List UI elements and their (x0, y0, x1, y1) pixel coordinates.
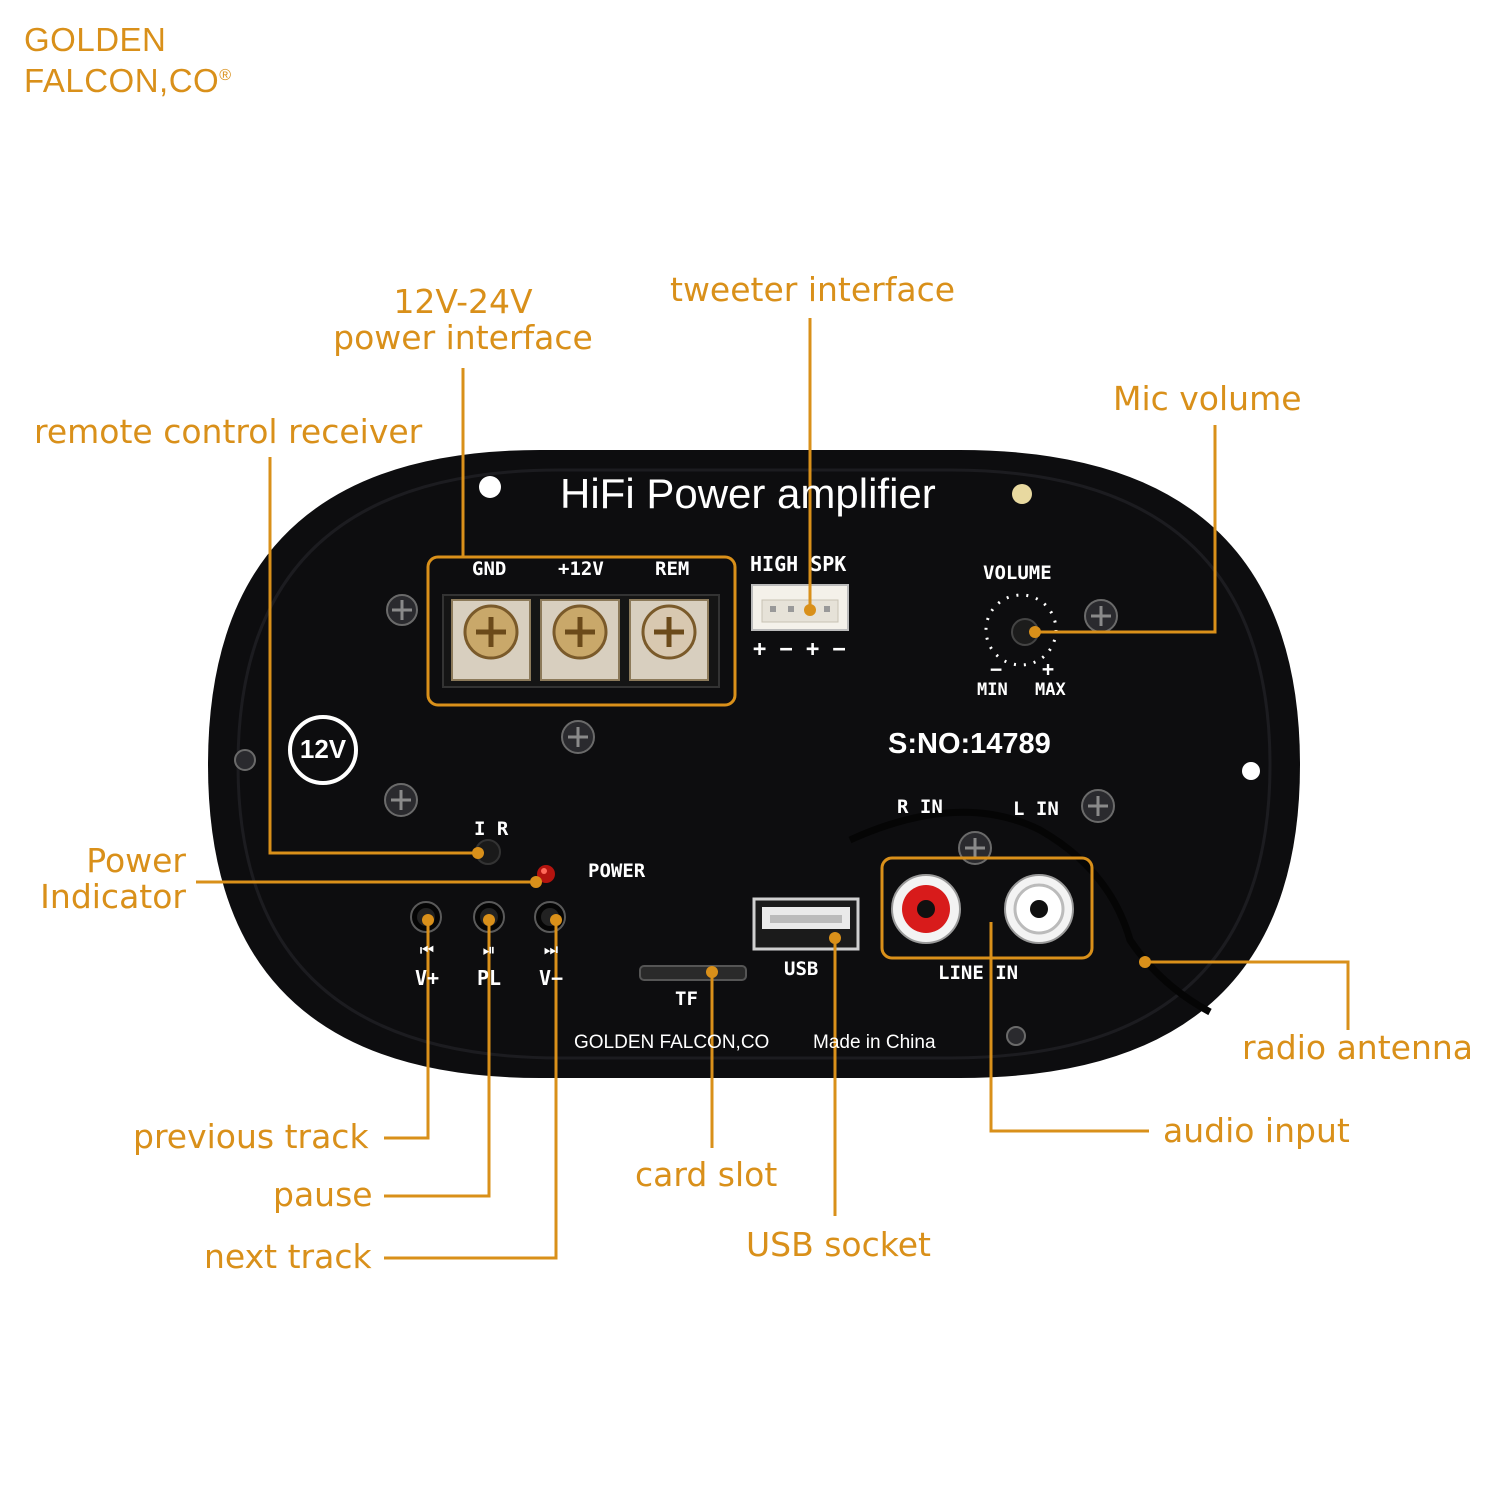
next-button-icon: ⏭ (543, 940, 559, 959)
leader-radio-antenna (1145, 960, 1350, 1030)
ir-label: I R (474, 818, 509, 840)
callout-power-indicator: Power Indicator (40, 841, 186, 916)
callout-tweeter: tweeter interface (670, 270, 956, 309)
leader-remote (268, 457, 478, 855)
tf-label: TF (675, 988, 698, 1010)
play-button-label: PL (476, 966, 502, 990)
terminal-label-rem: REM (655, 558, 690, 580)
callout-remote: remote control receiver (34, 412, 423, 451)
spk-polarity-label: + − + − (753, 637, 846, 662)
leader-next (384, 920, 558, 1260)
leader-previous (384, 920, 430, 1140)
power-label: POWER (588, 860, 646, 882)
callout-radio-antenna: radio antenna (1242, 1028, 1474, 1067)
tf-slot-graphic (639, 965, 747, 981)
volume-label: VOLUME (983, 562, 1052, 584)
line-in-label: LINE IN (938, 962, 1019, 984)
callout-audio-input: audio input (1163, 1111, 1350, 1150)
usb-label: USB (784, 958, 819, 980)
serial-number: S:NO:14789 (888, 728, 1051, 760)
power-interface-highlight (426, 555, 737, 707)
volume-minus-label: − (990, 657, 1003, 681)
terminal-screws (451, 599, 709, 681)
maker-label: GOLDEN FALCON,CO (574, 1032, 770, 1053)
antenna-wire (848, 808, 1212, 1016)
leader-endpoints (422, 604, 1151, 978)
terminal-label-12v: +12V (558, 558, 604, 580)
terminal-label-gnd: GND (472, 558, 507, 580)
brand-line1: GOLDEN (24, 21, 167, 58)
mount-hole (1242, 762, 1260, 780)
volume-max-label: MAX (1035, 680, 1066, 700)
next-button-label: V− (538, 966, 564, 990)
mount-hole (479, 476, 501, 498)
leader-pause (384, 920, 491, 1198)
panel-title: HiFi Power amplifier (560, 470, 936, 517)
callout-mic-volume: Mic volume (1113, 379, 1302, 418)
volume-plus-label: + (1042, 657, 1055, 681)
callout-next-track: next track (204, 1237, 372, 1276)
callout-card-slot: card slot (635, 1155, 778, 1194)
l-in-label: L IN (1013, 798, 1059, 820)
audio-input-highlight (880, 856, 1094, 960)
callout-pause: pause (273, 1175, 373, 1214)
callout-usb-socket: USB socket (746, 1225, 931, 1264)
volume-min-label: MIN (977, 680, 1008, 700)
prev-button-icon: ⏮ (419, 940, 435, 959)
made-in-label: Made in China (813, 1032, 936, 1053)
play-button-icon: ⏯ (482, 940, 496, 959)
volume-knob-dots (984, 593, 1058, 667)
12v-badge-ring (288, 715, 358, 785)
callout-power-interface: 12V-24V power interface (333, 282, 593, 357)
brand-line2: FALCON,CO® (24, 62, 232, 99)
mount-hole (1012, 484, 1032, 504)
prev-button-label: V+ (414, 966, 440, 990)
high-spk-label: HIGH SPK (750, 552, 847, 576)
leader-mic-volume (1035, 425, 1217, 634)
callout-previous-track: previous track (133, 1117, 369, 1156)
screw (234, 749, 256, 771)
screw (1006, 1026, 1026, 1046)
r-in-label: R IN (897, 796, 943, 818)
leader-audio-input (989, 922, 1149, 1133)
brand-logo: GOLDEN FALCON,CO® (24, 22, 232, 99)
12v-badge-label: 12V (299, 734, 347, 764)
panel-body (208, 450, 1300, 1078)
